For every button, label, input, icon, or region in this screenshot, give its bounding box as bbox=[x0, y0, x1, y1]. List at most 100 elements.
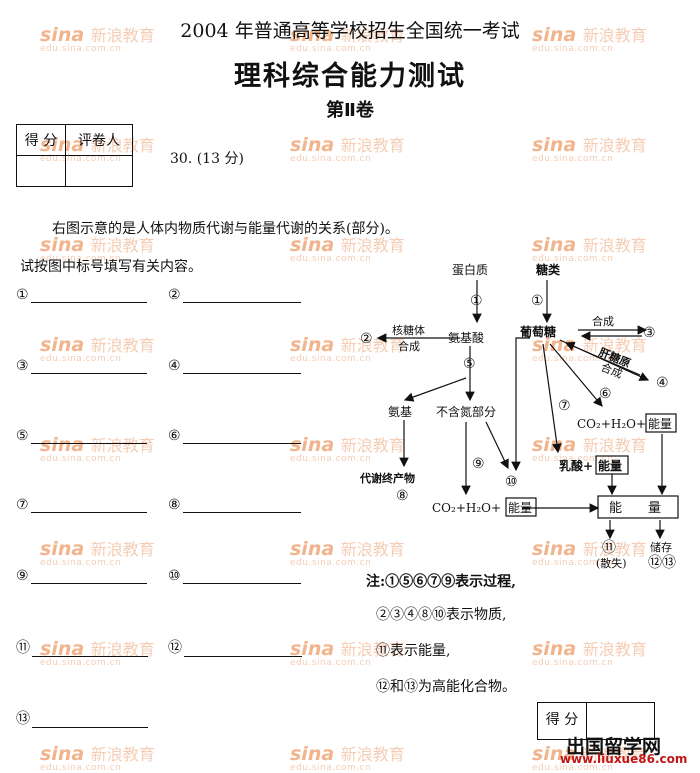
question-number: 30. (13 分) bbox=[170, 151, 244, 167]
grader-cell[interactable] bbox=[65, 155, 133, 187]
label-13: ⑬ bbox=[662, 555, 676, 571]
note-line-4: ⑫和⑬为高能化合物。 bbox=[376, 679, 516, 695]
answer-blank[interactable] bbox=[184, 642, 302, 657]
site-logo: 出国留学网 bbox=[566, 736, 662, 758]
label-4: ④ bbox=[656, 375, 669, 391]
answer-blank[interactable] bbox=[30, 498, 147, 513]
box-energy-right: 能量 bbox=[648, 417, 672, 431]
answer-item: ③ bbox=[16, 358, 147, 374]
node-sugar: 糖类 bbox=[536, 262, 561, 277]
label-2: ② bbox=[360, 331, 373, 347]
label-11: ⑪ bbox=[602, 540, 616, 556]
answer-item: ⑫ bbox=[168, 637, 302, 657]
answer-number: ③ bbox=[16, 358, 29, 374]
answer-item: ⑦ bbox=[16, 497, 147, 513]
label-10: ⑩ bbox=[505, 474, 518, 490]
label-synth-left: 合成 bbox=[398, 339, 420, 353]
answer-number: ⑩ bbox=[168, 568, 181, 584]
footer-score-label: 得 分 bbox=[538, 703, 587, 739]
label-synth-right: 合成 bbox=[592, 314, 614, 328]
answer-blank[interactable] bbox=[182, 359, 301, 374]
answer-blank[interactable] bbox=[30, 429, 147, 444]
node-lactic: 乳酸+ bbox=[559, 458, 593, 473]
answer-blank[interactable] bbox=[30, 288, 147, 303]
node-co2-left: CO₂+H₂O+ bbox=[432, 501, 501, 515]
site-url: www.liuxue86.com bbox=[560, 752, 688, 766]
label-5: ⑤ bbox=[463, 356, 476, 372]
node-co2-right: CO₂+H₂O+ bbox=[577, 417, 646, 431]
answer-blank[interactable] bbox=[182, 569, 301, 584]
label-1b: ① bbox=[531, 293, 544, 309]
label-3: ③ bbox=[643, 325, 656, 341]
label-1a: ① bbox=[470, 293, 483, 309]
label-nucleosome: 核糖体 bbox=[392, 323, 425, 337]
subject-title: 理科综合能力测试 bbox=[234, 61, 466, 92]
node-amino-group: 氨基 bbox=[388, 405, 412, 419]
intro-line-2: 试按图中标号填写有关内容。 bbox=[20, 259, 202, 275]
node-waste: 代谢终产物 bbox=[359, 471, 415, 485]
grader-label: 评卷人 bbox=[65, 124, 133, 156]
box-energy-left: 能量 bbox=[508, 501, 532, 515]
answer-item: ① bbox=[16, 287, 147, 303]
answer-blank[interactable] bbox=[182, 429, 301, 444]
label-store: 储存 bbox=[650, 540, 672, 554]
answer-number: ⑬ bbox=[16, 711, 30, 727]
answer-item: ⑪ bbox=[16, 637, 148, 657]
label-7: ⑦ bbox=[558, 398, 571, 414]
node-amino-acid: 氨基酸 bbox=[448, 330, 484, 345]
label-12-13: ⑫ bbox=[648, 555, 662, 571]
box-energy-lactic: 能量 bbox=[598, 458, 622, 473]
answer-item: ⑥ bbox=[168, 428, 301, 444]
answer-blank[interactable] bbox=[182, 498, 301, 513]
answer-number: ④ bbox=[168, 358, 181, 374]
answer-item: ⑩ bbox=[168, 568, 301, 584]
score-cell[interactable] bbox=[16, 155, 66, 187]
node-glucose: 葡萄糖 bbox=[519, 324, 556, 339]
label-lost: (散失) bbox=[596, 556, 627, 570]
box-energy-main: 能 量 bbox=[609, 501, 661, 516]
answer-blank[interactable] bbox=[182, 288, 301, 303]
answer-item: ④ bbox=[168, 358, 301, 374]
answer-blank[interactable] bbox=[32, 713, 148, 728]
label-8: ⑧ bbox=[396, 488, 409, 504]
answer-item: ② bbox=[168, 287, 301, 303]
note-line-1: 注:①⑤⑥⑦⑨表示过程, bbox=[366, 574, 517, 590]
label-6: ⑥ bbox=[599, 386, 612, 402]
answer-item: ⑧ bbox=[168, 497, 301, 513]
answer-number: ① bbox=[16, 287, 29, 303]
node-protein: 蛋白质 bbox=[452, 262, 488, 277]
answer-number: ② bbox=[168, 287, 181, 303]
answer-item: ⑬ bbox=[16, 708, 148, 728]
answer-number: ⑧ bbox=[168, 497, 181, 513]
exam-title: 2004 年普通高等学校招生全国统一考试 bbox=[180, 20, 520, 42]
answer-number: ⑨ bbox=[16, 568, 29, 584]
note-line-2: ②③④⑧⑩表示物质, bbox=[376, 607, 507, 623]
label-9: ⑨ bbox=[472, 456, 485, 472]
answer-number: ⑪ bbox=[16, 640, 30, 656]
note-line-3: ⑪表示能量, bbox=[376, 643, 451, 659]
footer-score-box[interactable]: 得 分 bbox=[537, 702, 655, 740]
answer-blank[interactable] bbox=[30, 359, 147, 374]
answer-blank[interactable] bbox=[30, 569, 147, 584]
answer-number: ⑦ bbox=[16, 497, 29, 513]
answer-blank[interactable] bbox=[32, 642, 148, 657]
answer-item: ⑤ bbox=[16, 428, 147, 444]
answer-number: ⑫ bbox=[168, 640, 182, 656]
node-non-nitrogen: 不含氮部分 bbox=[436, 404, 496, 419]
